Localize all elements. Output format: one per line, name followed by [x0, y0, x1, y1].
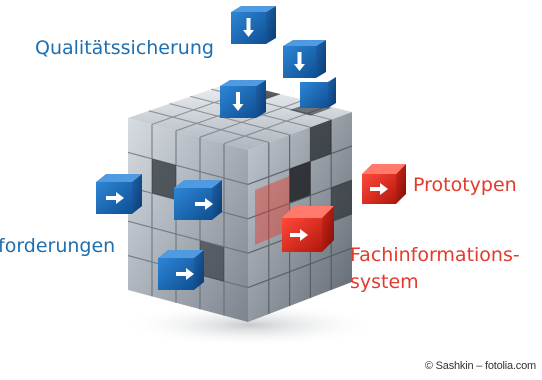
- label-prototypes: Prototypen: [413, 174, 517, 196]
- arrow-right-icon: [370, 183, 388, 195]
- blue-cube-left: [96, 174, 142, 214]
- arrow-right-icon: [176, 268, 194, 280]
- arrow-right-icon: [195, 198, 213, 210]
- label-requirements: forderungen: [0, 235, 116, 257]
- blue-cube-bottom-left: [158, 250, 204, 290]
- cube-shadow: [120, 303, 380, 347]
- blue-cube-center-top: [220, 80, 266, 118]
- label-fachinfo-line1: Fachinformations-: [350, 244, 520, 266]
- red-cube-front: [282, 206, 334, 252]
- arrow-down-icon: [243, 18, 254, 37]
- arrow-right-icon: [106, 192, 124, 204]
- blue-cube-left-mid: [174, 180, 222, 220]
- label-quality: Qualitätssicherung: [35, 37, 214, 59]
- red-cube-right: [362, 164, 406, 204]
- arrow-right-icon: [290, 229, 308, 241]
- image-credit: © Sashkin – fotolia.com: [424, 360, 536, 372]
- blue-cube-right-small: [300, 77, 336, 108]
- arrow-down-icon: [232, 92, 244, 111]
- blue-cube-top: [231, 6, 276, 44]
- label-fachinfo-line2: system: [350, 271, 419, 293]
- blue-cube-upper-right: [283, 40, 326, 78]
- arrow-down-icon: [294, 52, 305, 71]
